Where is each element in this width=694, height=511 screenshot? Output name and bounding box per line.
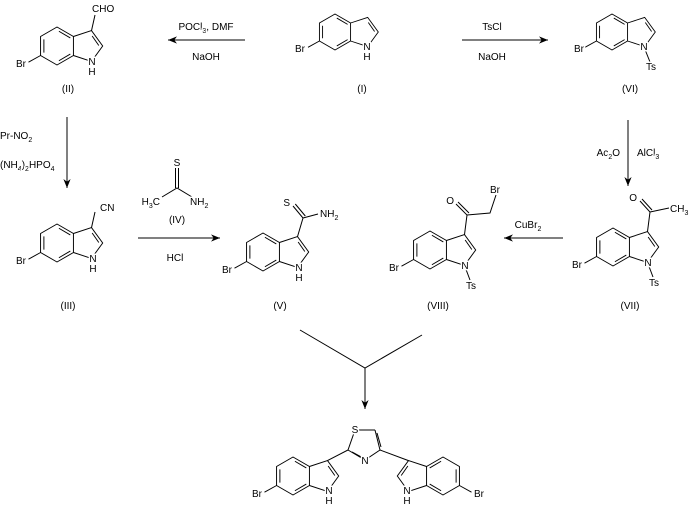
amine-label: NH2: [320, 209, 338, 222]
compound-vii: O CH3 Br N Ts (VII): [571, 192, 690, 314]
oxygen-label: O: [446, 196, 454, 207]
sulfur-label: S: [352, 425, 359, 436]
nitrogen-label: N: [361, 456, 368, 467]
compound-label: (I): [357, 84, 366, 95]
reagent-label: Pr-NO2: [0, 131, 32, 144]
methyl-label: CH3: [670, 204, 688, 217]
bromine-label: Br: [389, 263, 400, 274]
compound-label: (VIII): [427, 301, 449, 312]
bromine-label: Br: [295, 44, 306, 55]
nitrogen-label: N: [88, 57, 95, 68]
reagent-label: NaOH: [478, 52, 506, 63]
product-bis-indolyl-thiazole: S N Br Br N H N H: [251, 424, 487, 509]
sulfur-label: S: [283, 198, 290, 209]
aldehyde-label: CHO: [92, 4, 114, 15]
compound-iii: CN Br N H (III): [15, 202, 116, 314]
compound-viii: O Br Br N Ts (VIII): [388, 184, 503, 314]
compound-label: (V): [273, 301, 286, 312]
bromine-label: Br: [252, 489, 263, 500]
reagent-label: Ac2O: [597, 148, 621, 161]
nitrile-label: CN: [100, 203, 114, 214]
methyl-label: H3C: [142, 197, 160, 210]
compound-label: (VI): [622, 84, 638, 95]
bromine-label: Br: [474, 489, 485, 500]
compound-iv: S H3C NH2 (IV): [140, 157, 210, 228]
nitrogen-label: N: [640, 42, 647, 53]
arrow-ii-to-iii: Pr-NO2 (NH4)2HPO4: [0, 117, 71, 188]
arrow-vii-to-viii: CuBr2: [504, 219, 563, 242]
tosyl-label: Ts: [646, 62, 656, 73]
hydrogen-label: H: [403, 496, 410, 507]
reagent-label: (NH4)2HPO4: [0, 160, 55, 173]
bromine-label: Br: [574, 44, 585, 55]
compound-label: (III): [61, 301, 76, 312]
bromine-label: Br: [16, 256, 27, 267]
tosyl-label: Ts: [466, 281, 476, 292]
nitrogen-label: N: [403, 486, 410, 497]
compound-label: (VII): [621, 301, 640, 312]
compound-label: (II): [62, 84, 74, 95]
compound-label: (IV): [169, 215, 185, 226]
reagent-label: HCl: [167, 253, 184, 264]
compound-vi: Br N Ts (VI): [573, 13, 658, 97]
hydrogen-label: H: [89, 264, 96, 275]
reagent-label: NaOH: [192, 52, 220, 63]
tosyl-label: Ts: [649, 278, 659, 289]
convergent-arrow: [299, 329, 423, 409]
bromine-label: Br: [572, 260, 583, 271]
arrow-i-to-vi: TsCl NaOH: [462, 21, 548, 65]
nitrogen-label: N: [295, 263, 302, 274]
hydrogen-label: H: [325, 496, 332, 507]
reagent-label: AlCl3: [637, 148, 659, 161]
nitrogen-label: N: [89, 254, 96, 265]
nitrogen-label: N: [644, 258, 651, 269]
arrow-vi-to-vii: Ac2O AlCl3: [595, 120, 661, 186]
arrow-i-to-ii: POCl3, DMF NaOH: [168, 21, 245, 65]
compound-v: S NH2 Br N H (V): [221, 197, 340, 314]
amine-label: NH2: [190, 197, 208, 210]
nitrogen-label: N: [325, 486, 332, 497]
compound-ii: CHO Br N H (II): [15, 3, 116, 97]
bromine-label: Br: [490, 185, 501, 196]
sulfur-label: S: [174, 158, 181, 169]
nitrogen-label: N: [363, 42, 370, 53]
oxygen-label: O: [629, 193, 637, 204]
compound-i: Br N H (I): [294, 13, 379, 97]
nitrogen-label: N: [461, 261, 468, 272]
reagent-label: POCl3, DMF: [178, 22, 233, 35]
hydrogen-label: H: [88, 67, 95, 78]
bromine-label: Br: [222, 265, 233, 276]
hydrogen-label: H: [295, 273, 302, 284]
bromine-label: Br: [16, 59, 27, 70]
reagent-label: TsCl: [482, 22, 501, 33]
hydrogen-label: H: [363, 52, 370, 63]
reagent-label: CuBr2: [515, 220, 542, 233]
arrow-iii-to-v: HCl: [138, 234, 220, 266]
